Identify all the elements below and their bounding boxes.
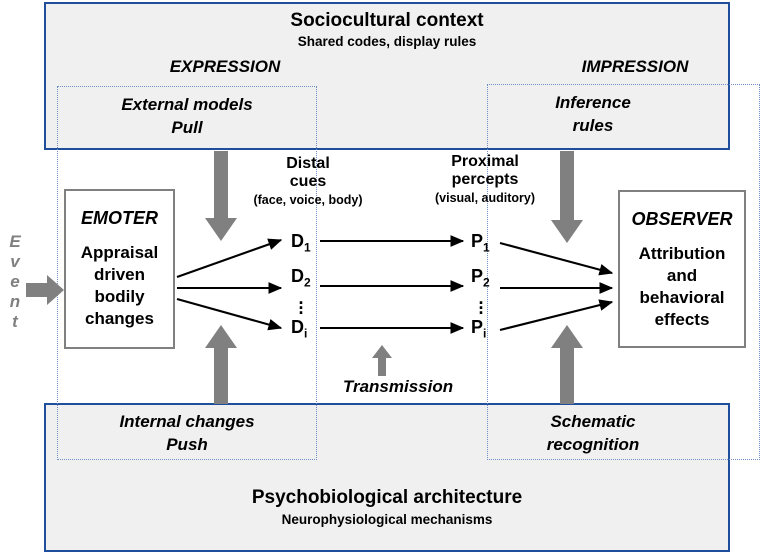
expression-label: EXPRESSION xyxy=(169,57,281,76)
proximal-percepts-header: Proximal percepts (visual, auditory) xyxy=(405,153,565,207)
observer-box: OBSERVER Attribution and behavioral effe… xyxy=(618,190,746,348)
schematic-recognition-line1: Schematic xyxy=(550,412,636,431)
emoter-title: EMOTER xyxy=(80,208,158,228)
external-models-line1: External models xyxy=(121,95,253,114)
observer-body-line2: and xyxy=(666,266,698,285)
proximal-percept-p2: P2 xyxy=(471,266,490,290)
event-char-2: e xyxy=(10,272,20,291)
emoter-body-line4: changes xyxy=(85,309,154,328)
proximal-line2: percepts xyxy=(451,171,519,188)
distal-line3: (face, voice, body) xyxy=(253,193,363,207)
impression-label: IMPRESSION xyxy=(581,57,689,76)
event-char-4: t xyxy=(12,312,18,331)
transmission-up-arrow xyxy=(372,345,392,376)
schematic-recognition-label: Schematic recognition xyxy=(487,410,699,456)
observer-title: OBSERVER xyxy=(631,209,733,229)
external-models-label: External models Pull xyxy=(57,93,317,139)
distal-line2: cues xyxy=(289,173,327,190)
distal-cue-d2: D2 xyxy=(291,266,311,290)
distal-ellipsis: ... xyxy=(298,288,304,318)
internal-changes-line1: Internal changes xyxy=(119,412,255,431)
schematic-recognition-line2: recognition xyxy=(546,435,640,454)
event-char-3: n xyxy=(9,292,21,311)
psychobiological-architecture-subtitle: Neurophysiological mechanisms xyxy=(281,512,493,527)
event-label: E v e n t xyxy=(2,232,28,332)
observer-body-line3: behavioral xyxy=(639,288,725,307)
emoter-body: Appraisal driven bodily changes xyxy=(66,242,173,330)
sociocultural-context-title: Sociocultural context xyxy=(290,10,484,31)
inference-rules-label: Inference rules xyxy=(487,91,699,137)
proximal-ellipsis: ... xyxy=(478,288,484,318)
proximal-line3: (visual, auditory) xyxy=(434,191,536,205)
distal-line1: Distal xyxy=(286,155,330,172)
inference-rules-line2: rules xyxy=(572,116,614,135)
distal-cue-d1: D1 xyxy=(291,231,311,255)
distal-to-proximal-arrows xyxy=(320,235,465,334)
internal-changes-shade xyxy=(58,405,316,459)
sociocultural-context-subtitle: Shared codes, display rules xyxy=(297,34,477,49)
distal-cues-header: Distal cues (face, voice, body) xyxy=(228,155,388,209)
proximal-percept-p1: P1 xyxy=(471,231,490,255)
emoter-body-line1: Appraisal xyxy=(80,243,159,262)
impression-dotted-frame xyxy=(487,84,760,460)
event-char-0: E xyxy=(9,232,21,251)
internal-changes-label: Internal changes Push xyxy=(57,410,317,456)
observer-body-line1: Attribution xyxy=(638,244,726,263)
observer-body: Attribution and behavioral effects xyxy=(620,243,744,331)
emoter-box: EMOTER Appraisal driven bodily changes xyxy=(64,189,175,349)
transmission-label: Transmission xyxy=(342,377,454,396)
distal-cue-di: Di xyxy=(291,317,308,341)
expression-dotted-frame xyxy=(57,86,317,460)
proximal-line1: Proximal xyxy=(451,153,519,170)
emoter-body-line3: bodily xyxy=(94,287,145,306)
external-models-shade xyxy=(58,87,316,148)
inference-rules-shade xyxy=(488,85,728,148)
schematic-recognition-shade xyxy=(488,405,728,459)
event-char-1: v xyxy=(10,252,20,271)
proximal-percept-pi: Pi xyxy=(471,317,487,341)
external-models-line2: Pull xyxy=(171,118,203,137)
observer-body-line4: effects xyxy=(654,310,710,329)
emoter-body-line2: driven xyxy=(93,265,146,284)
inference-rules-line1: Inference xyxy=(555,93,631,112)
psychobiological-architecture-title: Psychobiological architecture xyxy=(251,487,523,508)
internal-changes-line2: Push xyxy=(166,435,208,454)
